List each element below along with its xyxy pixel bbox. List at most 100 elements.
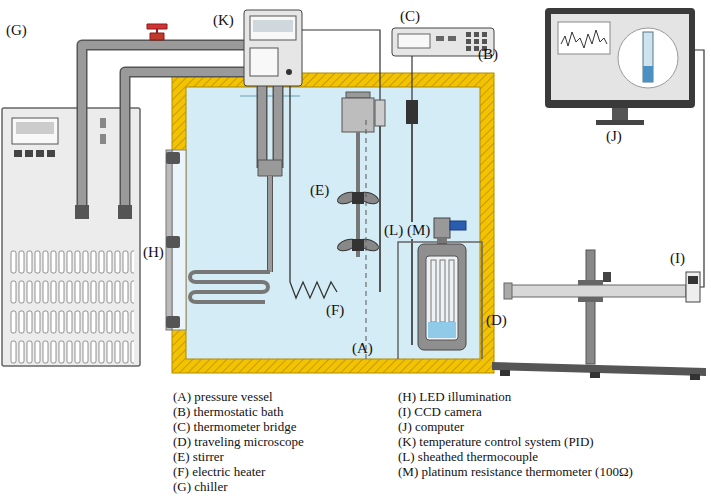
chiller-unit-part <box>10 280 134 304</box>
part-letter: (L) <box>384 222 403 239</box>
part-letter: (A) <box>352 340 373 357</box>
legend-entry: (H) LED illumination <box>398 390 511 405</box>
computer-monitor-part <box>643 66 653 82</box>
part-letter: (G) <box>6 22 27 39</box>
chiller-unit-part <box>36 150 44 157</box>
legend-entry: (E) stirrer <box>173 450 224 465</box>
chiller-unit-part <box>10 340 134 364</box>
pressure-vessel-part <box>437 238 447 244</box>
part-letter: (M) <box>406 222 431 239</box>
traveling-microscope-part <box>590 372 600 378</box>
partition-and-thermocouple-part <box>379 126 381 292</box>
pressure-vessel-part <box>431 260 436 322</box>
stirrer <box>336 92 380 257</box>
computer-monitor <box>545 8 704 287</box>
pressure-vessel-part <box>398 242 482 359</box>
led-window-part <box>166 236 180 248</box>
computer-monitor-part <box>618 28 678 88</box>
pressure-vessel-part <box>450 221 466 230</box>
pressure-vessel <box>398 218 482 359</box>
legend-entry: (D) traveling microscope <box>173 435 304 450</box>
pressure-vessel-part <box>418 244 466 350</box>
computer-monitor-part <box>551 14 689 100</box>
thermometer-bridge-part <box>466 32 471 37</box>
traveling-microscope-part <box>686 272 700 302</box>
partition-and-thermocouple-part <box>366 120 367 359</box>
computer-monitor-part <box>612 108 628 120</box>
pressure-vessel-part <box>428 322 456 338</box>
traveling-microscope-part <box>510 285 686 297</box>
coolant-pipes-part <box>125 72 278 215</box>
traveling-microscope-part <box>603 272 611 282</box>
stirrer-part <box>346 92 370 98</box>
coolant-pipes-part <box>150 33 164 40</box>
stirrer-part <box>352 239 364 251</box>
legend-entry: (A) pressure vessel <box>173 390 273 405</box>
coolant-pipes <box>75 24 282 302</box>
thermometer-bridge-part <box>406 100 418 124</box>
pressure-vessel-part <box>434 218 450 238</box>
chiller-unit-part <box>10 250 134 274</box>
traveling-microscope-part <box>690 374 700 380</box>
part-letter: (F) <box>326 302 344 319</box>
chiller-unit-part <box>2 108 140 366</box>
chiller-unit-part <box>25 150 33 157</box>
computer-monitor-part <box>558 22 610 54</box>
chiller-unit-part <box>14 150 22 157</box>
traveling-microscope-part <box>504 283 512 299</box>
legend-entry: (J) computer <box>398 420 464 435</box>
led-window-part <box>166 152 180 164</box>
temperature-controller-part <box>244 10 302 86</box>
part-letter: (C) <box>400 8 420 25</box>
stirrer-part <box>352 192 364 204</box>
temperature-controller-part <box>250 16 296 40</box>
thermometer-bridge-part <box>466 46 471 51</box>
part-letter: (J) <box>606 128 622 145</box>
legend-entry: (G) chiller <box>173 480 228 495</box>
coolant-pipes-part <box>147 24 167 29</box>
computer-monitor-part <box>695 50 704 287</box>
part-letter: (I) <box>670 250 685 267</box>
thermometer-bridge <box>392 28 494 345</box>
part-letter: (D) <box>486 312 507 329</box>
thermometer-bridge-part <box>482 32 487 37</box>
coolant-pipes-part <box>75 205 89 219</box>
thermometer-bridge-part <box>474 39 479 44</box>
coolant-pipes-part <box>125 72 278 215</box>
partition-and-thermocouple-part <box>375 100 385 126</box>
temperature-controller-part <box>290 86 337 298</box>
traveling-microscope-part <box>500 370 510 376</box>
coolant-pipes-part <box>258 160 282 176</box>
part-letter: (H) <box>143 244 164 261</box>
legend-entry: (I) CCD camera <box>398 405 482 420</box>
partition-and-thermocouple <box>366 100 385 359</box>
thermometer-bridge-part <box>411 56 412 100</box>
thermometer-bridge-part <box>436 36 444 41</box>
temperature-controller-part <box>302 30 380 100</box>
thermostatic-bath-part <box>172 73 494 373</box>
temperature-controller-part <box>286 69 292 75</box>
pressure-vessel-part <box>440 260 445 322</box>
thermometer-bridge-part <box>398 34 430 48</box>
thermostatic-bath-part <box>240 96 300 97</box>
temperature-controller-part <box>250 48 278 76</box>
part-letter: (B) <box>478 46 498 63</box>
thermostatic-bath-part <box>186 87 480 359</box>
chiller-unit-part <box>10 310 134 334</box>
legend-entry: (B) thermostatic bath <box>173 405 283 420</box>
chiller-unit-part <box>12 118 58 144</box>
legend-entry: (M) platinum resistance thermometer (100… <box>398 465 633 480</box>
coolant-pipes-part <box>268 176 272 272</box>
temperature-controller <box>244 10 380 298</box>
part-letter: (E) <box>310 182 329 199</box>
led-window <box>166 150 186 330</box>
chiller-unit-part <box>16 122 54 134</box>
thermometer-bridge-part <box>474 32 479 37</box>
computer-monitor-part <box>561 30 607 48</box>
pressure-vessel-part <box>426 256 458 340</box>
legend-entry: (L) sheathed thermocouple <box>398 450 538 465</box>
traveling-microscope <box>492 250 706 380</box>
